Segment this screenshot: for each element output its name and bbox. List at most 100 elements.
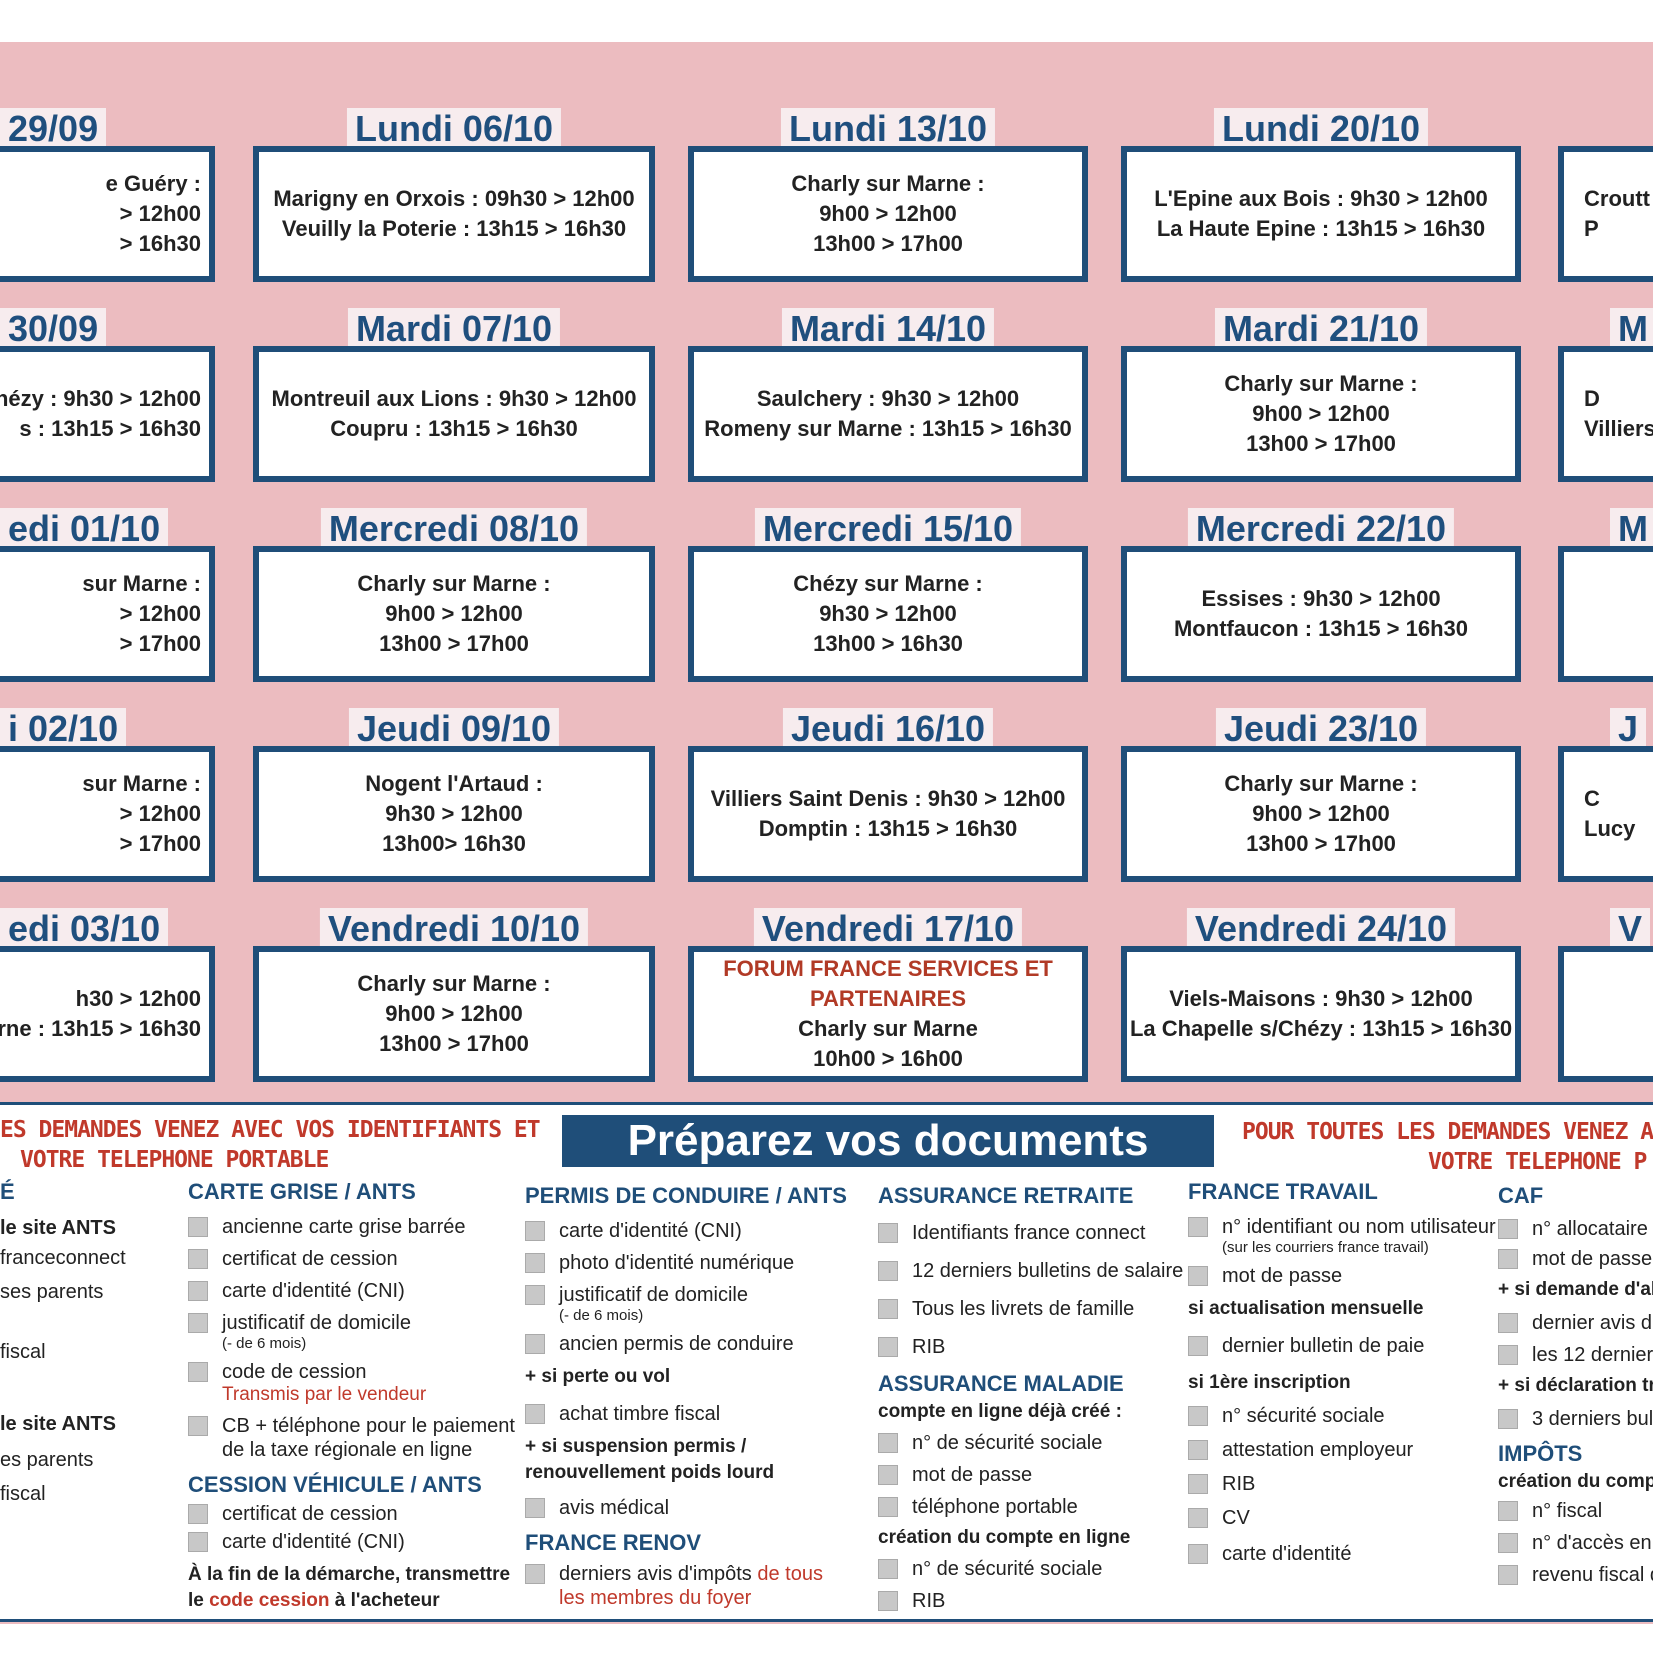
checklist-item: dernier avis d'i [1498, 1311, 1653, 1335]
checklist-item: carte d'identité (CNI) [188, 1279, 518, 1303]
checklist-item: n° de sécurité sociale [878, 1431, 1178, 1455]
checklist-item: justificatif de domicile(- de 6 mois) [525, 1283, 845, 1324]
checkbox-icon [1498, 1409, 1518, 1429]
schedule-line: Nogent l'Artaud : [365, 771, 543, 796]
schedule-line: sur Marne : [82, 571, 201, 596]
checklist-item: certificat de cession [188, 1247, 518, 1271]
caf-sub: + si déclaration tri [1498, 1375, 1653, 1396]
schedule-line: Viels-Maisons : 9h30 > 12h00 [1169, 986, 1473, 1011]
schedule-line: Domptin : 13h15 > 16h30 [758, 816, 1018, 841]
schedule-line: Veuilly la Poterie : 13h15 > 16h30 [281, 216, 627, 241]
day-box: sur Marne :> 12h00> 17h00 [0, 546, 215, 682]
checkbox-icon [525, 1404, 545, 1424]
renov-heading: FRANCE RENOV [525, 1530, 702, 1555]
checklist-item: n° sécurité sociale [1188, 1404, 1488, 1428]
checkbox-icon [878, 1337, 898, 1357]
permis-heading: PERMIS DE CONDUIRE / ANTS [525, 1183, 847, 1208]
schedule-line: > 17h00 [119, 831, 201, 856]
checkbox-icon [1188, 1474, 1208, 1494]
checkbox-icon [878, 1299, 898, 1319]
checkbox-icon [525, 1334, 545, 1354]
checkbox-icon [878, 1559, 898, 1579]
day-heading: Jeudi 23/10 [1215, 708, 1427, 750]
checklist-item: n° identifiant ou nom utilisateur(sur le… [1188, 1215, 1496, 1256]
checkbox-icon [188, 1249, 208, 1269]
checklist-item: justificatif de domicile(- de 6 mois) [188, 1311, 518, 1352]
impots-sub: création du compt [1498, 1471, 1653, 1492]
col0-row: fiscal [0, 1341, 46, 1363]
checklist-item: photo d'identité numérique [525, 1251, 845, 1275]
schedule-line: > 16h30 [119, 231, 201, 256]
checklist-item: Identifiants france connect [878, 1221, 1178, 1245]
checklist-item: n° allocataire (s [1498, 1217, 1653, 1241]
permis-sub: + si perte ou vol [525, 1366, 671, 1387]
schedule-line: Chézy sur Marne : [793, 571, 983, 596]
day-heading: 30/09 [0, 308, 107, 350]
checkbox-icon [1188, 1406, 1208, 1426]
right-note-line-1: POUR TOUTES LES DEMANDES VENEZ A [1242, 1119, 1653, 1145]
checkbox-icon [1498, 1249, 1518, 1269]
checkbox-icon [1188, 1266, 1208, 1286]
day-heading: M [1610, 308, 1653, 350]
day-heading: Mardi 07/10 [347, 308, 561, 350]
day-heading: edi 03/10 [0, 908, 169, 950]
cession-heading: CESSION VÉHICULE / ANTS [188, 1472, 482, 1497]
schedule-line: > 12h00 [119, 801, 201, 826]
checklist-item: n° de sécurité sociale [878, 1557, 1178, 1581]
schedule-line: 9h00 > 12h00 [385, 1001, 523, 1026]
schedule-line: h30 > 12h00 [75, 986, 201, 1011]
permis-sub: renouvellement poids lourd [525, 1462, 775, 1483]
schedule-line: D [1584, 386, 1600, 411]
documents-section: ES DEMANDES VENEZ AVEC VOS IDENTIFIANTS … [0, 1102, 1653, 1622]
checkbox-icon [1188, 1508, 1208, 1528]
checkbox-icon [1498, 1501, 1518, 1521]
carte-grise-column: CARTE GRISE / ANTS ancienne carte grise … [188, 1177, 518, 1614]
checklist-item: mot de passe + [1498, 1247, 1653, 1271]
day-box [1558, 546, 1653, 682]
col0-row: le site ANTS [0, 1217, 116, 1239]
day-heading: Mardi 14/10 [781, 308, 995, 350]
day-box: sur Marne :> 12h00> 17h00 [0, 746, 215, 882]
checkbox-icon [878, 1497, 898, 1517]
col0-row: le site ANTS [0, 1413, 116, 1435]
checklist-item: carte d'identité [1188, 1542, 1488, 1566]
maladie-sub: création du compte en ligne [878, 1527, 1131, 1548]
checkbox-icon [878, 1261, 898, 1281]
day-heading: M [1610, 508, 1653, 550]
schedule-line: rne : 13h15 > 16h30 [0, 1016, 201, 1041]
checklist-item: Tous les livrets de famille [878, 1297, 1178, 1321]
schedule-line: Charly sur Marne : [1224, 371, 1418, 396]
schedule-line: Villiers Saint Denis : 9h30 > 12h00 [710, 786, 1066, 811]
checklist-item: mot de passe [878, 1463, 1178, 1487]
checkbox-icon [188, 1217, 208, 1237]
checklist-item: téléphone portable [878, 1495, 1178, 1519]
checkbox-icon [1188, 1544, 1208, 1564]
checkbox-icon [525, 1253, 545, 1273]
travail-heading: FRANCE TRAVAIL [1188, 1179, 1378, 1204]
schedule-line: P [1584, 216, 1599, 241]
caf-sub: + si demande d'allo [1498, 1279, 1653, 1300]
schedule-line: 9h00 > 12h00 [1252, 801, 1390, 826]
checklist-item: RIB [878, 1335, 1178, 1359]
checklist-item: carte d'identité (CNI) [188, 1530, 518, 1554]
schedule-line: La Chapelle s/Chézy : 13h15 > 16h30 [1129, 1016, 1513, 1041]
schedule-line: 13h00 > 17h00 [1246, 831, 1396, 856]
schedule-line: 9h00 > 12h00 [1252, 401, 1390, 426]
schedule-line: La Haute Epine : 13h15 > 16h30 [1156, 216, 1486, 241]
schedule-line: 13h00 > 17h00 [379, 631, 529, 656]
schedule-line: Charly sur Marne : [357, 971, 551, 996]
day-heading: J [1610, 708, 1647, 750]
left-note-line-1: ES DEMANDES VENEZ AVEC VOS IDENTIFIANTS … [0, 1117, 541, 1143]
schedule-line: Charly sur Marne [798, 1016, 978, 1041]
checklist-item: RIB [1188, 1472, 1488, 1496]
item-note-red: Transmis par le vendeur [222, 1384, 427, 1405]
checkbox-icon [1188, 1217, 1208, 1237]
